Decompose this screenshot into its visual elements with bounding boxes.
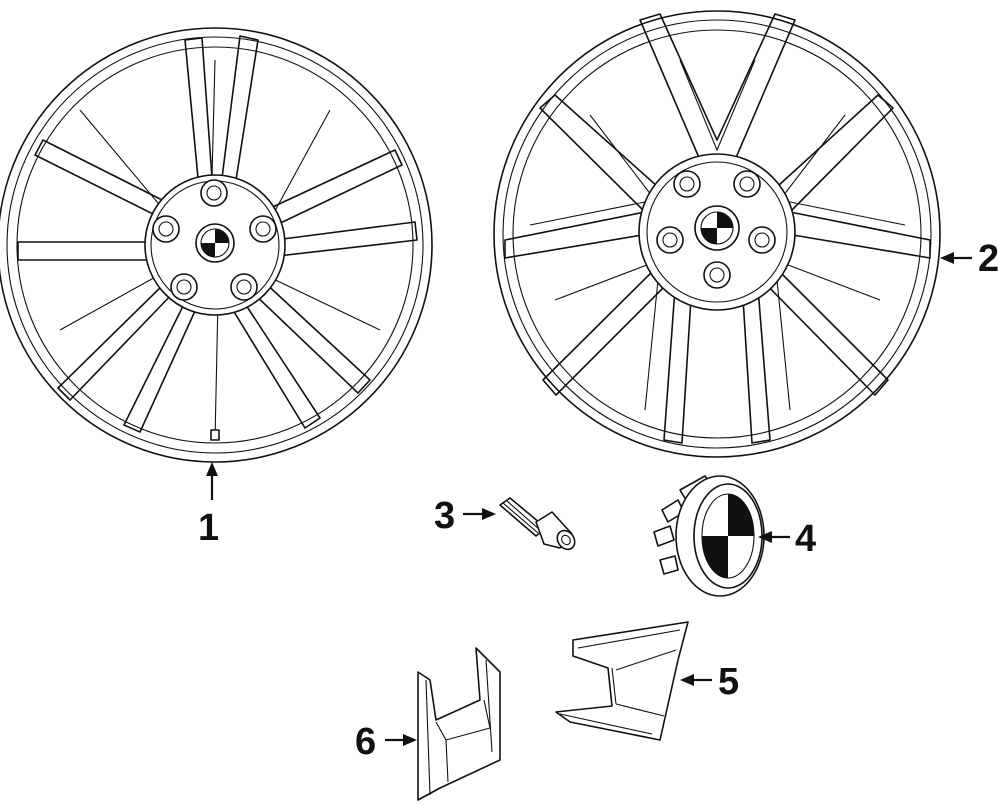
callout-3: 3	[434, 495, 496, 537]
callout-6-label: 6	[355, 721, 376, 763]
wheel-insert-left[interactable]	[417, 647, 501, 801]
callout-6: 6	[355, 721, 417, 763]
callout-4: 4	[758, 518, 816, 560]
wheel-2[interactable]	[493, 10, 941, 458]
callout-5-label: 5	[718, 661, 739, 703]
center-cap[interactable]	[653, 475, 765, 597]
callout-5: 5	[680, 661, 739, 703]
callout-4-label: 4	[795, 518, 816, 560]
callout-2: 2	[940, 238, 999, 280]
wheel-insert-right[interactable]	[555, 621, 689, 741]
callout-1-label: 1	[198, 507, 219, 549]
lug-bolt[interactable]	[499, 497, 578, 553]
wheel-1[interactable]	[0, 27, 433, 463]
wheel-1-logo-icon	[195, 223, 235, 263]
callout-1: 1	[198, 462, 219, 549]
callout-3-label: 3	[434, 495, 455, 537]
wheel-2-logo-icon	[694, 205, 740, 251]
callout-2-label: 2	[978, 238, 999, 280]
